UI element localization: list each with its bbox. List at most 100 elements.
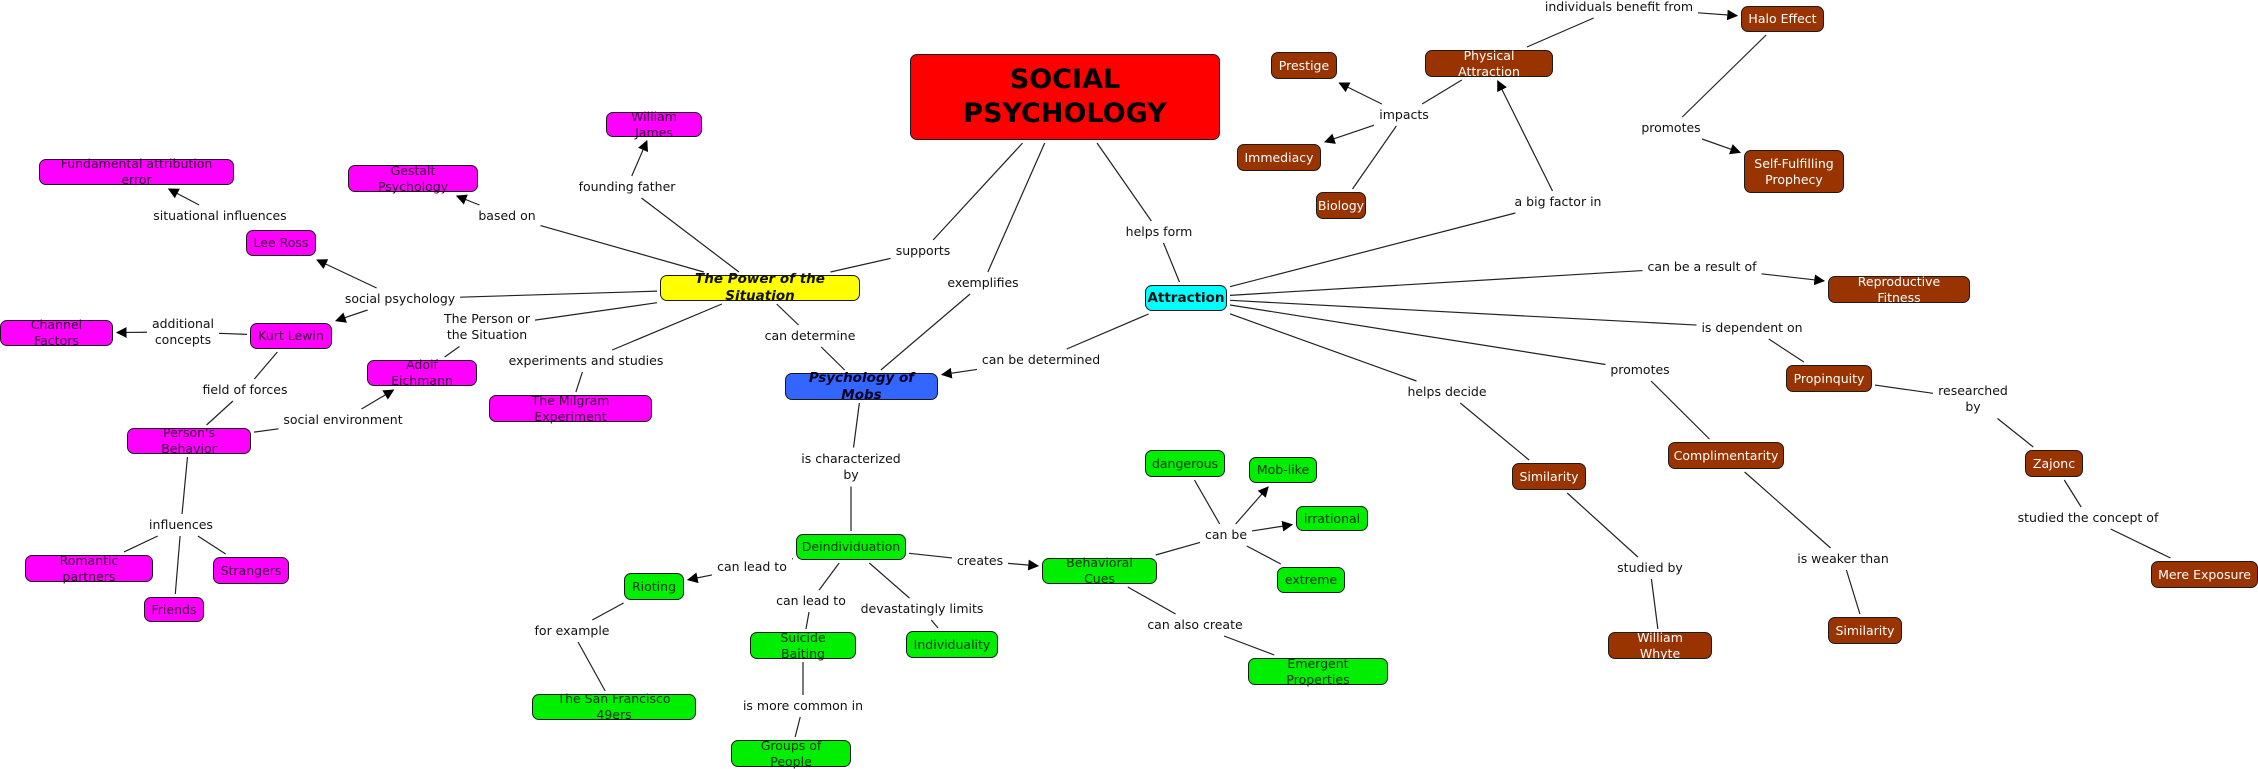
link-label-situational-influences[interactable]: situational influences <box>151 207 289 225</box>
link-label-for-example[interactable]: for example <box>532 622 612 640</box>
link-label-can-lead-to-2[interactable]: can lead to <box>774 592 848 610</box>
concept-node-william-whyte[interactable]: William Whyte <box>1608 630 1712 661</box>
link-label-characterized-by[interactable]: is characterized by <box>799 450 903 484</box>
link-label-can-also-create[interactable]: can also create <box>1145 616 1245 634</box>
concept-node-strangers[interactable]: Strangers <box>213 557 289 584</box>
connector-line <box>444 346 460 358</box>
connector-line <box>577 641 606 692</box>
link-label-field-of-forces[interactable]: field of forces <box>200 381 290 399</box>
concept-node-reproductive[interactable]: Reproductive Fitness <box>1828 274 1970 305</box>
connector-line <box>1193 479 1221 525</box>
concept-node-moblike[interactable]: Mob-like <box>1249 457 1317 483</box>
concept-node-emergent[interactable]: Emergent Properties <box>1248 656 1388 687</box>
connector-line <box>1874 384 1934 394</box>
connector-arrow <box>631 140 648 177</box>
link-label-creates[interactable]: creates <box>954 552 1006 570</box>
link-label-big-factor[interactable]: a big factor in <box>1512 193 1604 211</box>
concept-node-biology[interactable]: Biology <box>1316 192 1366 219</box>
link-label-can-be[interactable]: can be <box>1202 526 1250 544</box>
link-label-founding-father[interactable]: founding father <box>576 178 678 196</box>
concept-node-rioting[interactable]: Rioting <box>624 573 684 600</box>
concept-node-deindividuation[interactable]: Deindividuation <box>796 534 906 560</box>
concept-node-adolf-eichmann[interactable]: Adolf Eichmann <box>367 357 477 388</box>
concept-node-milgram[interactable]: The Milgram Experiment <box>489 393 652 424</box>
link-label-more-common-in[interactable]: is more common in <box>740 697 866 715</box>
connector-line <box>197 535 226 555</box>
connector-line <box>534 302 658 321</box>
link-label-promotes-attr[interactable]: promotes <box>1608 361 1672 379</box>
link-label-helps-decide[interactable]: helps decide <box>1405 383 1489 401</box>
link-label-experiments[interactable]: experiments and studies <box>506 352 666 370</box>
link-label-can-be-determined[interactable]: can be determined <box>979 351 1103 369</box>
link-label-promotes-halo[interactable]: promotes <box>1639 119 1703 137</box>
concept-node-prestige[interactable]: Prestige <box>1271 52 1337 79</box>
link-label-result-of[interactable]: can be a result of <box>1645 258 1759 276</box>
link-label-influences[interactable]: influences <box>147 516 215 534</box>
concept-node-romantic[interactable]: Romantic partners <box>25 553 153 584</box>
link-label-researched-by[interactable]: researched by <box>1936 382 2010 416</box>
link-label-helps-form[interactable]: helps form <box>1123 223 1195 241</box>
concept-node-kurt-lewin[interactable]: Kurt Lewin <box>250 323 332 349</box>
connector-line <box>1566 492 1639 558</box>
connector-line <box>868 562 910 599</box>
concept-node-attraction[interactable]: Attraction <box>1145 285 1227 311</box>
concept-node-similarity1[interactable]: Similarity <box>1512 463 1586 490</box>
link-label-based-on[interactable]: based on <box>476 207 538 225</box>
link-label-supports[interactable]: supports <box>893 242 953 260</box>
concept-node-irrational[interactable]: irrational <box>1296 506 1368 531</box>
concept-node-individuality[interactable]: Individuality <box>906 631 998 658</box>
concept-node-gestalt[interactable]: Gestalt Psychology <box>348 163 478 194</box>
link-label-weaker-than[interactable]: is weaker than <box>1795 550 1891 568</box>
link-label-additional-concepts[interactable]: additional concepts <box>149 315 217 349</box>
link-label-studied-by[interactable]: studied by <box>1615 559 1685 577</box>
concept-node-similarity2[interactable]: Similarity <box>1828 617 1902 644</box>
concept-node-immediacy[interactable]: Immediacy <box>1237 144 1321 171</box>
concept-node-halo[interactable]: Halo Effect <box>1741 6 1824 32</box>
concept-node-root[interactable]: SOCIAL PSYCHOLOGY <box>910 54 1220 140</box>
concept-node-suicide-baiting[interactable]: Suicide Baiting <box>750 630 856 661</box>
connector-line <box>174 535 181 595</box>
connector-line <box>2110 528 2171 559</box>
connector-line <box>1650 380 1710 440</box>
concept-node-propinquity[interactable]: Propinquity <box>1786 365 1872 392</box>
connector-line <box>181 456 189 515</box>
connector-line <box>830 257 891 273</box>
concept-node-zajonc[interactable]: Zajonc <box>2025 450 2083 477</box>
concept-node-lee-ross[interactable]: Lee Ross <box>246 230 316 256</box>
concept-node-power[interactable]: The Power of the Situation <box>660 271 860 304</box>
link-label-dependent-on[interactable]: is dependent on <box>1699 319 1805 337</box>
concept-node-complimentarity[interactable]: Complimentarity <box>1668 442 1784 469</box>
link-label-studied-concept[interactable]: studied the concept of <box>2015 509 2161 527</box>
link-label-social-environment[interactable]: social environment <box>281 411 405 429</box>
connector-line <box>1162 242 1181 283</box>
link-label-individuals-benefit[interactable]: individuals benefit from <box>1542 0 1696 16</box>
concept-node-fae[interactable]: Fundamental attribution error <box>39 156 234 187</box>
concept-node-physical-attraction[interactable]: Physical Attraction <box>1425 48 1553 79</box>
concept-node-william-james[interactable]: William James <box>606 109 702 140</box>
concept-node-friends[interactable]: Friends <box>144 597 204 622</box>
link-label-exemplifies[interactable]: exemplifies <box>945 274 1021 292</box>
connector-line <box>218 332 248 335</box>
concept-node-groups[interactable]: Groups of People <box>731 738 851 769</box>
concept-node-extreme[interactable]: extreme <box>1277 567 1345 593</box>
concept-node-mere-exposure[interactable]: Mere Exposure <box>2151 561 2258 588</box>
concept-node-self-fulfilling[interactable]: Self-Fulfilling Prophecy <box>1744 150 1844 193</box>
connector-line <box>1246 545 1282 565</box>
connector-line <box>1155 541 1201 556</box>
link-label-can-lead-to-1[interactable]: can lead to <box>715 558 789 576</box>
concept-node-dangerous[interactable]: dangerous <box>1145 450 1225 477</box>
concept-node-mobs[interactable]: Psychology of Mobs <box>785 370 938 403</box>
connector-line <box>2063 479 2082 508</box>
connector-line <box>805 611 810 630</box>
concept-node-channel-factors[interactable]: Channel Factors <box>0 317 113 348</box>
concept-node-behavioral-cues[interactable]: Behavioral Cues <box>1042 555 1157 586</box>
link-label-person-or-situation[interactable]: The Person or the Situation <box>442 310 532 344</box>
link-label-can-determine[interactable]: can determine <box>762 327 858 345</box>
concept-node-sf49ers[interactable]: The San Francisco 49ers <box>532 691 696 722</box>
connector-arrow <box>1323 124 1375 144</box>
concept-node-persons-behavior[interactable]: Person's Behavior <box>127 425 251 456</box>
link-label-devastatingly-limits[interactable]: devastatingly limits <box>858 600 986 618</box>
link-label-impacts[interactable]: impacts <box>1377 106 1431 124</box>
link-label-social-psychology[interactable]: social psychology <box>342 290 458 308</box>
